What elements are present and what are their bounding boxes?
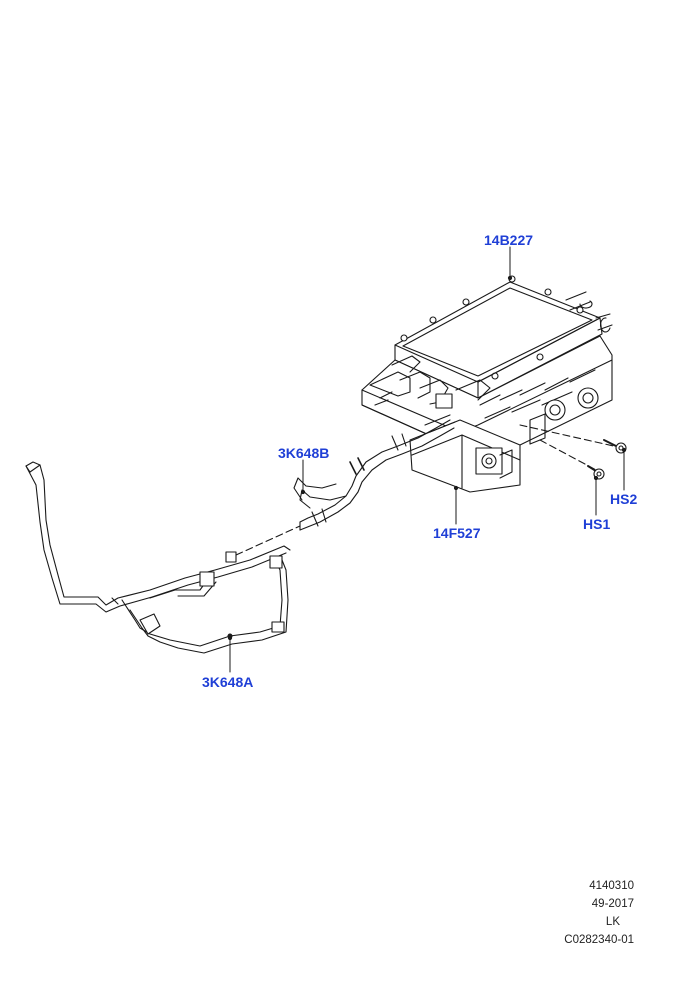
footer-code-4: C0282340-01 [564, 934, 634, 946]
callout-14F527[interactable]: 14F527 [433, 525, 481, 541]
inverter-assembly [361, 275, 613, 493]
footer-code-1: 4140310 [589, 880, 634, 892]
callout-3K648B[interactable]: 3K648B [278, 445, 330, 461]
callout-leader-lines [227, 246, 627, 673]
callout-3K648A[interactable]: 3K648A [202, 674, 254, 690]
coolant-pipe-lower [25, 461, 301, 654]
callout-HS2[interactable]: HS2 [610, 491, 638, 507]
mounting-bolts [519, 424, 627, 480]
callout-14B227[interactable]: 14B227 [484, 232, 534, 248]
footer-code-3: LK [605, 916, 620, 928]
callout-HS1[interactable]: HS1 [583, 516, 611, 532]
footer-code-2: 49-2017 [591, 898, 634, 910]
coolant-hose-upper [293, 419, 455, 531]
